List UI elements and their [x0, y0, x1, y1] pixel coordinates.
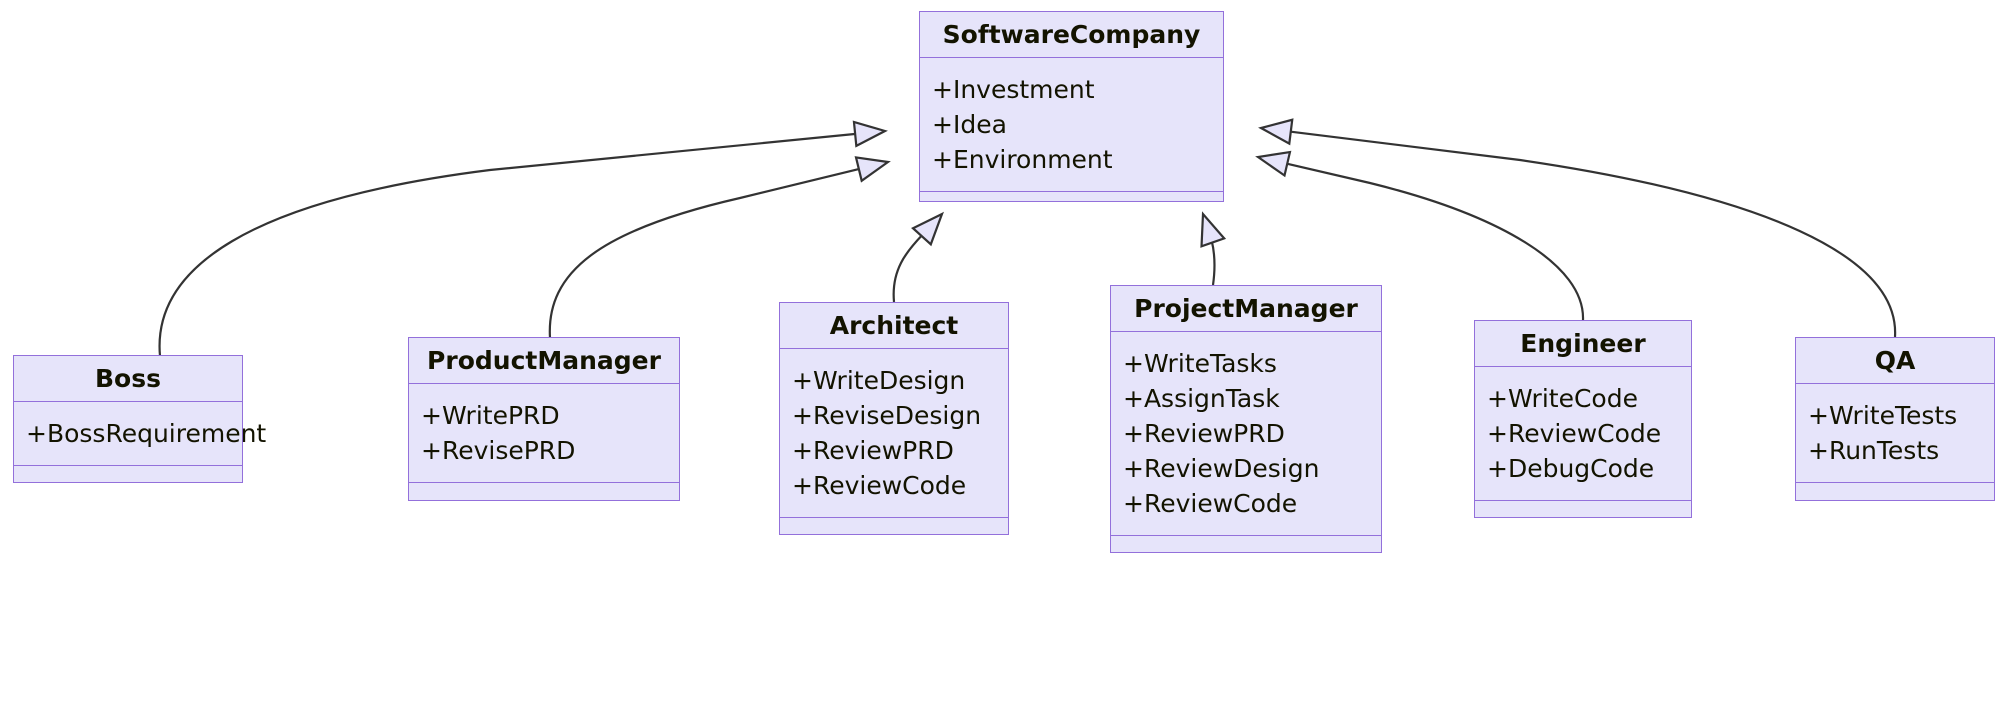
class-attribute: +ReviewDesign	[1123, 454, 1320, 483]
class-attributes: +WriteCode +ReviewCode +DebugCode	[1475, 367, 1691, 501]
class-attribute: +Investment	[932, 75, 1095, 104]
edge-line	[892, 213, 943, 303]
class-attributes: +WriteTasks +AssignTask +ReviewPRD +Revi…	[1111, 332, 1381, 536]
hollow-triangle-arrowhead-icon	[852, 120, 888, 148]
class-title: QA	[1796, 338, 1994, 384]
class-attributes: +WriteDesign +ReviseDesign +ReviewPRD +R…	[780, 349, 1008, 518]
class-attribute: +WriteDesign	[792, 366, 966, 395]
class-methods	[1475, 501, 1691, 521]
class-attribute: +WriteTests	[1808, 401, 1958, 430]
hollow-triangle-arrowhead-icon	[1255, 150, 1292, 178]
class-box-project-manager[interactable]: ProjectManager +WriteTasks +AssignTask +…	[1110, 285, 1382, 553]
class-attributes: +Investment +Idea +Environment	[920, 58, 1223, 192]
class-title: ProjectManager	[1111, 286, 1381, 332]
class-attribute: +WriteCode	[1487, 384, 1638, 413]
class-methods	[14, 466, 242, 486]
edge-line	[158, 129, 886, 357]
class-box-qa[interactable]: QA +WriteTests +RunTests	[1795, 337, 1995, 501]
class-title: ProductManager	[409, 338, 679, 384]
class-attribute: +AssignTask	[1123, 384, 1280, 413]
edge-line	[1201, 213, 1216, 286]
class-methods	[920, 192, 1223, 212]
class-methods	[409, 483, 679, 503]
class-title: SoftwareCompany	[920, 12, 1223, 58]
class-box-product-manager[interactable]: ProductManager +WritePRD +RevisePRD	[408, 337, 680, 501]
class-attributes: +WritePRD +RevisePRD	[409, 384, 679, 483]
class-title: Engineer	[1475, 321, 1691, 367]
class-attribute: +ReviewCode	[1123, 489, 1298, 518]
class-attribute: +RevisePRD	[421, 436, 576, 465]
class-title: Architect	[780, 303, 1008, 349]
hollow-triangle-arrowhead-icon	[1200, 211, 1227, 248]
class-methods	[1111, 536, 1381, 556]
generalization-edge	[158, 120, 888, 357]
class-attributes: +BossRequirement	[14, 402, 267, 466]
class-methods	[1796, 483, 1994, 503]
class-attribute: +ReviewCode	[792, 471, 967, 500]
hollow-triangle-arrowhead-icon	[1258, 118, 1294, 146]
class-attribute: +Environment	[932, 145, 1113, 174]
class-box-software-company[interactable]: SoftwareCompany +Investment +Idea +Envir…	[919, 11, 1224, 202]
generalization-edge	[892, 211, 944, 303]
class-attribute: +WriteTasks	[1123, 349, 1277, 378]
class-attribute: +ReviewPRD	[1123, 419, 1285, 448]
class-title: Boss	[14, 356, 242, 402]
class-attribute: +WritePRD	[421, 401, 560, 430]
class-attribute: +ReviewPRD	[792, 436, 954, 465]
class-box-architect[interactable]: Architect +WriteDesign +ReviseDesign +Re…	[779, 302, 1009, 535]
generalization-edge	[1200, 211, 1227, 286]
hollow-triangle-arrowhead-icon	[854, 156, 891, 183]
class-box-engineer[interactable]: Engineer +WriteCode +ReviewCode +DebugCo…	[1474, 320, 1692, 518]
class-attribute: +Idea	[932, 110, 1007, 139]
class-methods	[780, 518, 1008, 538]
class-box-boss[interactable]: Boss +BossRequirement	[13, 355, 267, 486]
class-attribute: +ReviseDesign	[792, 401, 982, 430]
class-attribute: +BossRequirement	[26, 419, 267, 448]
class-attributes: +WriteTests +RunTests	[1796, 384, 1994, 483]
class-attribute: +RunTests	[1808, 436, 1940, 465]
class-attribute: +ReviewCode	[1487, 419, 1662, 448]
class-attribute: +DebugCode	[1487, 454, 1655, 483]
